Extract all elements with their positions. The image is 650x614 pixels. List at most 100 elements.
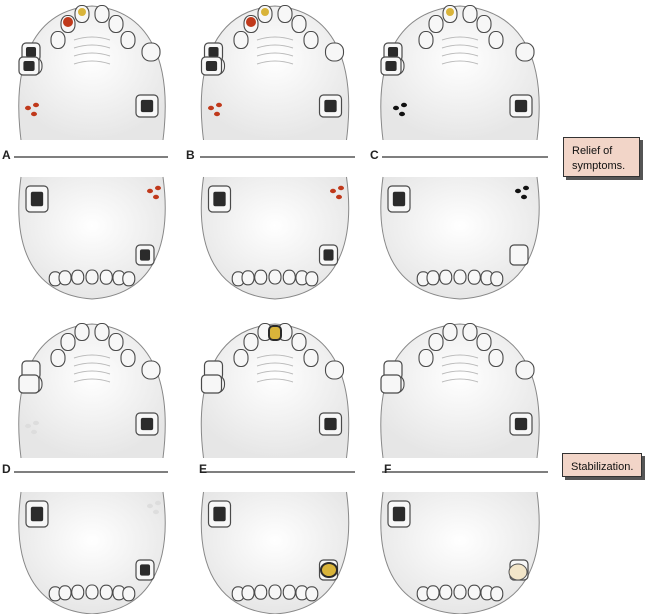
molar <box>135 94 159 118</box>
tooth <box>122 271 136 287</box>
lesion-mark <box>330 188 336 194</box>
lesion-mark <box>33 102 39 108</box>
lesion-mark <box>31 429 37 435</box>
tooth <box>74 322 90 342</box>
lesion-mark <box>523 185 529 191</box>
molar <box>387 185 411 213</box>
tooth <box>462 4 478 24</box>
tooth <box>426 270 440 286</box>
tooth <box>453 269 467 285</box>
tooth <box>94 4 110 24</box>
tooth <box>50 30 66 50</box>
panel-label-c: C <box>370 148 379 162</box>
tooth <box>490 271 504 287</box>
tooth <box>462 322 478 342</box>
tooth <box>71 584 85 600</box>
tooth <box>99 269 113 285</box>
molar <box>380 56 402 76</box>
tooth <box>120 348 136 368</box>
upper-arch <box>380 322 540 459</box>
upper-arch <box>18 4 166 141</box>
panel-label-f: F <box>384 462 392 476</box>
molar <box>207 500 232 528</box>
tooth <box>324 360 345 380</box>
caries-mark <box>261 8 269 16</box>
tooth <box>305 586 319 602</box>
lesion-mark <box>393 105 399 111</box>
tooth <box>282 584 296 600</box>
tooth <box>99 584 113 600</box>
lesion-mark <box>399 111 405 117</box>
tooth <box>71 269 85 285</box>
molar <box>25 185 49 213</box>
tooth <box>50 348 66 368</box>
molar <box>318 412 343 436</box>
restoration-mark <box>268 325 282 341</box>
caries-mark <box>246 17 256 27</box>
tooth <box>94 322 110 342</box>
tooth <box>277 4 293 24</box>
lesion-mark <box>153 509 159 515</box>
lower-arch <box>18 176 166 300</box>
tooth <box>268 269 282 285</box>
caries-mark <box>63 17 73 27</box>
upper-arch <box>380 4 540 141</box>
lesion-mark <box>25 423 31 429</box>
upper-arch <box>200 322 350 459</box>
restoration-mark <box>508 563 528 581</box>
molar <box>380 374 402 394</box>
tooth <box>303 30 319 50</box>
panel-label-d: D <box>2 462 11 476</box>
tooth <box>58 585 72 601</box>
tooth <box>515 360 535 380</box>
tooth <box>141 360 161 380</box>
lesion-mark <box>153 194 159 200</box>
tooth <box>439 584 453 600</box>
molar <box>18 374 40 394</box>
tooth <box>488 348 504 368</box>
caries-mark <box>446 8 454 16</box>
upper-arch <box>200 4 350 141</box>
molar <box>25 500 49 528</box>
tooth <box>305 271 319 287</box>
molar <box>318 244 339 266</box>
tooth <box>453 584 467 600</box>
tooth <box>291 332 307 352</box>
tooth <box>254 269 268 285</box>
tooth <box>467 584 481 600</box>
lesion-mark <box>155 500 161 506</box>
tooth <box>58 270 72 286</box>
molar <box>318 94 343 118</box>
panel-label-e: E <box>199 462 208 476</box>
molar <box>509 94 533 118</box>
tooth <box>122 586 136 602</box>
tooth <box>108 332 124 352</box>
stabilization-callout: Stabilization. <box>562 453 642 477</box>
molar <box>200 374 223 394</box>
tooth <box>418 348 434 368</box>
molar <box>200 56 223 76</box>
tooth <box>233 348 249 368</box>
lesion-mark <box>214 111 220 117</box>
upper-arch <box>18 322 166 459</box>
tooth <box>60 332 76 352</box>
lesion-mark <box>216 102 222 108</box>
tooth <box>428 332 444 352</box>
tooth <box>241 585 255 601</box>
lesion-mark <box>338 185 344 191</box>
molar <box>18 56 40 76</box>
tooth <box>108 14 124 34</box>
tooth <box>241 270 255 286</box>
lesion-mark <box>521 194 527 200</box>
lesion-mark <box>25 105 31 111</box>
tooth <box>490 586 504 602</box>
tooth <box>439 269 453 285</box>
lesion-mark <box>31 111 37 117</box>
tooth <box>141 42 161 62</box>
caries-mark <box>78 8 86 16</box>
tooth <box>488 30 504 50</box>
lesion-mark <box>208 105 214 111</box>
molar <box>509 412 533 436</box>
tooth <box>120 30 136 50</box>
